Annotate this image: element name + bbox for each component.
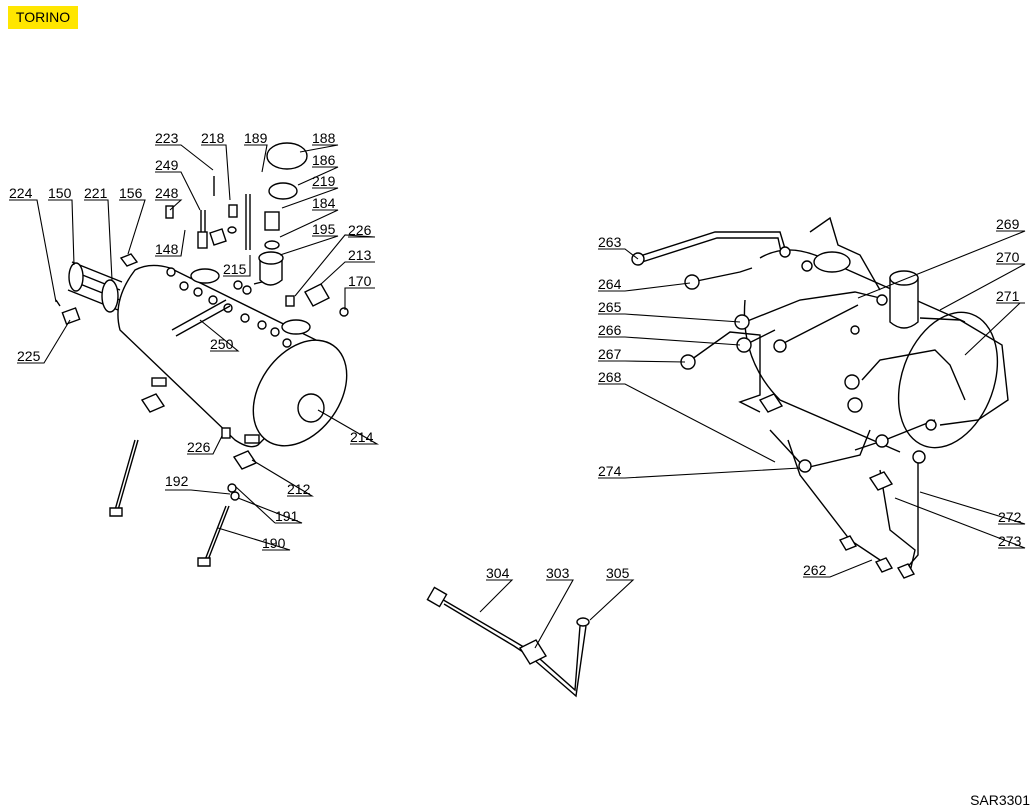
callout-212: 212 [287, 481, 311, 497]
drawing-code: SAR3301 [970, 792, 1030, 808]
callout-266: 266 [598, 322, 622, 338]
callout-264: 264 [598, 276, 622, 292]
callout-213: 213 [348, 247, 372, 263]
callout-268: 268 [598, 369, 622, 385]
boiler-assembly [55, 142, 349, 567]
callout-248: 248 [155, 185, 179, 201]
callout-269: 269 [996, 216, 1020, 232]
callout-265: 265 [598, 299, 622, 315]
callout-170: 170 [348, 273, 372, 289]
callout-156: 156 [119, 185, 143, 201]
callout-225: 225 [17, 348, 41, 364]
leader-lines [9, 144, 1026, 649]
callout-190: 190 [262, 535, 286, 551]
callout-267: 267 [598, 346, 622, 362]
callout-148: 148 [155, 241, 179, 257]
callout-223: 223 [155, 130, 179, 146]
drain-assembly [426, 586, 590, 698]
callout-262: 262 [803, 562, 827, 578]
callout-186: 186 [312, 152, 336, 168]
callout-189: 189 [244, 130, 268, 146]
callout-226-top: 226 [348, 222, 372, 238]
callout-272: 272 [998, 509, 1022, 525]
callout-195: 195 [312, 221, 336, 237]
callout-188: 188 [312, 130, 336, 146]
callout-273: 273 [998, 533, 1022, 549]
callout-271: 271 [996, 288, 1020, 304]
callout-192: 192 [165, 473, 189, 489]
callout-215: 215 [223, 261, 247, 277]
callout-263: 263 [598, 234, 622, 250]
callout-303: 303 [546, 565, 570, 581]
callout-270: 270 [996, 249, 1020, 265]
callout-184: 184 [312, 195, 336, 211]
callout-191: 191 [275, 508, 299, 524]
model-badge: TORINO [8, 6, 78, 29]
callout-150: 150 [48, 185, 72, 201]
callout-305: 305 [606, 565, 630, 581]
callout-219: 219 [312, 173, 336, 189]
callout-218: 218 [201, 130, 225, 146]
callout-labels: 223 218 189 188 186 249 219 224 150 221 … [9, 130, 1022, 581]
callout-249: 249 [155, 157, 179, 173]
callout-224: 224 [9, 185, 33, 201]
callout-250: 250 [210, 336, 234, 352]
pipe-assembly [631, 216, 1009, 579]
callout-226-bottom: 226 [187, 439, 211, 455]
callout-221: 221 [84, 185, 108, 201]
callout-214: 214 [350, 429, 374, 445]
callout-304: 304 [486, 565, 510, 581]
callout-274: 274 [598, 463, 622, 479]
